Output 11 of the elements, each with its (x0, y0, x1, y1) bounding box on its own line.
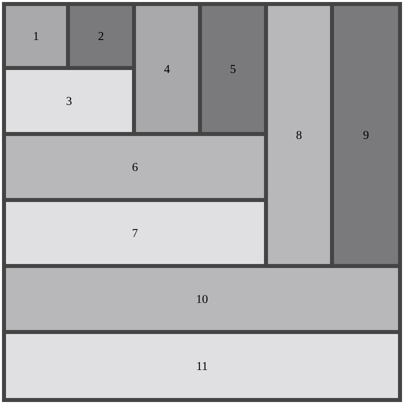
cell-box: 5 (198, 2, 268, 136)
cell-box: 9 (330, 2, 402, 268)
cell-box: 2 (66, 2, 136, 70)
cell-box: 3 (2, 66, 136, 136)
cell-box: 4 (132, 2, 202, 136)
cell-box: 10 (2, 264, 402, 334)
cell-box: 6 (2, 132, 268, 202)
cell-box: 11 (2, 330, 402, 402)
cell-box: 1 (2, 2, 70, 70)
cell-box: 8 (264, 2, 334, 268)
cell-box: 7 (2, 198, 268, 268)
